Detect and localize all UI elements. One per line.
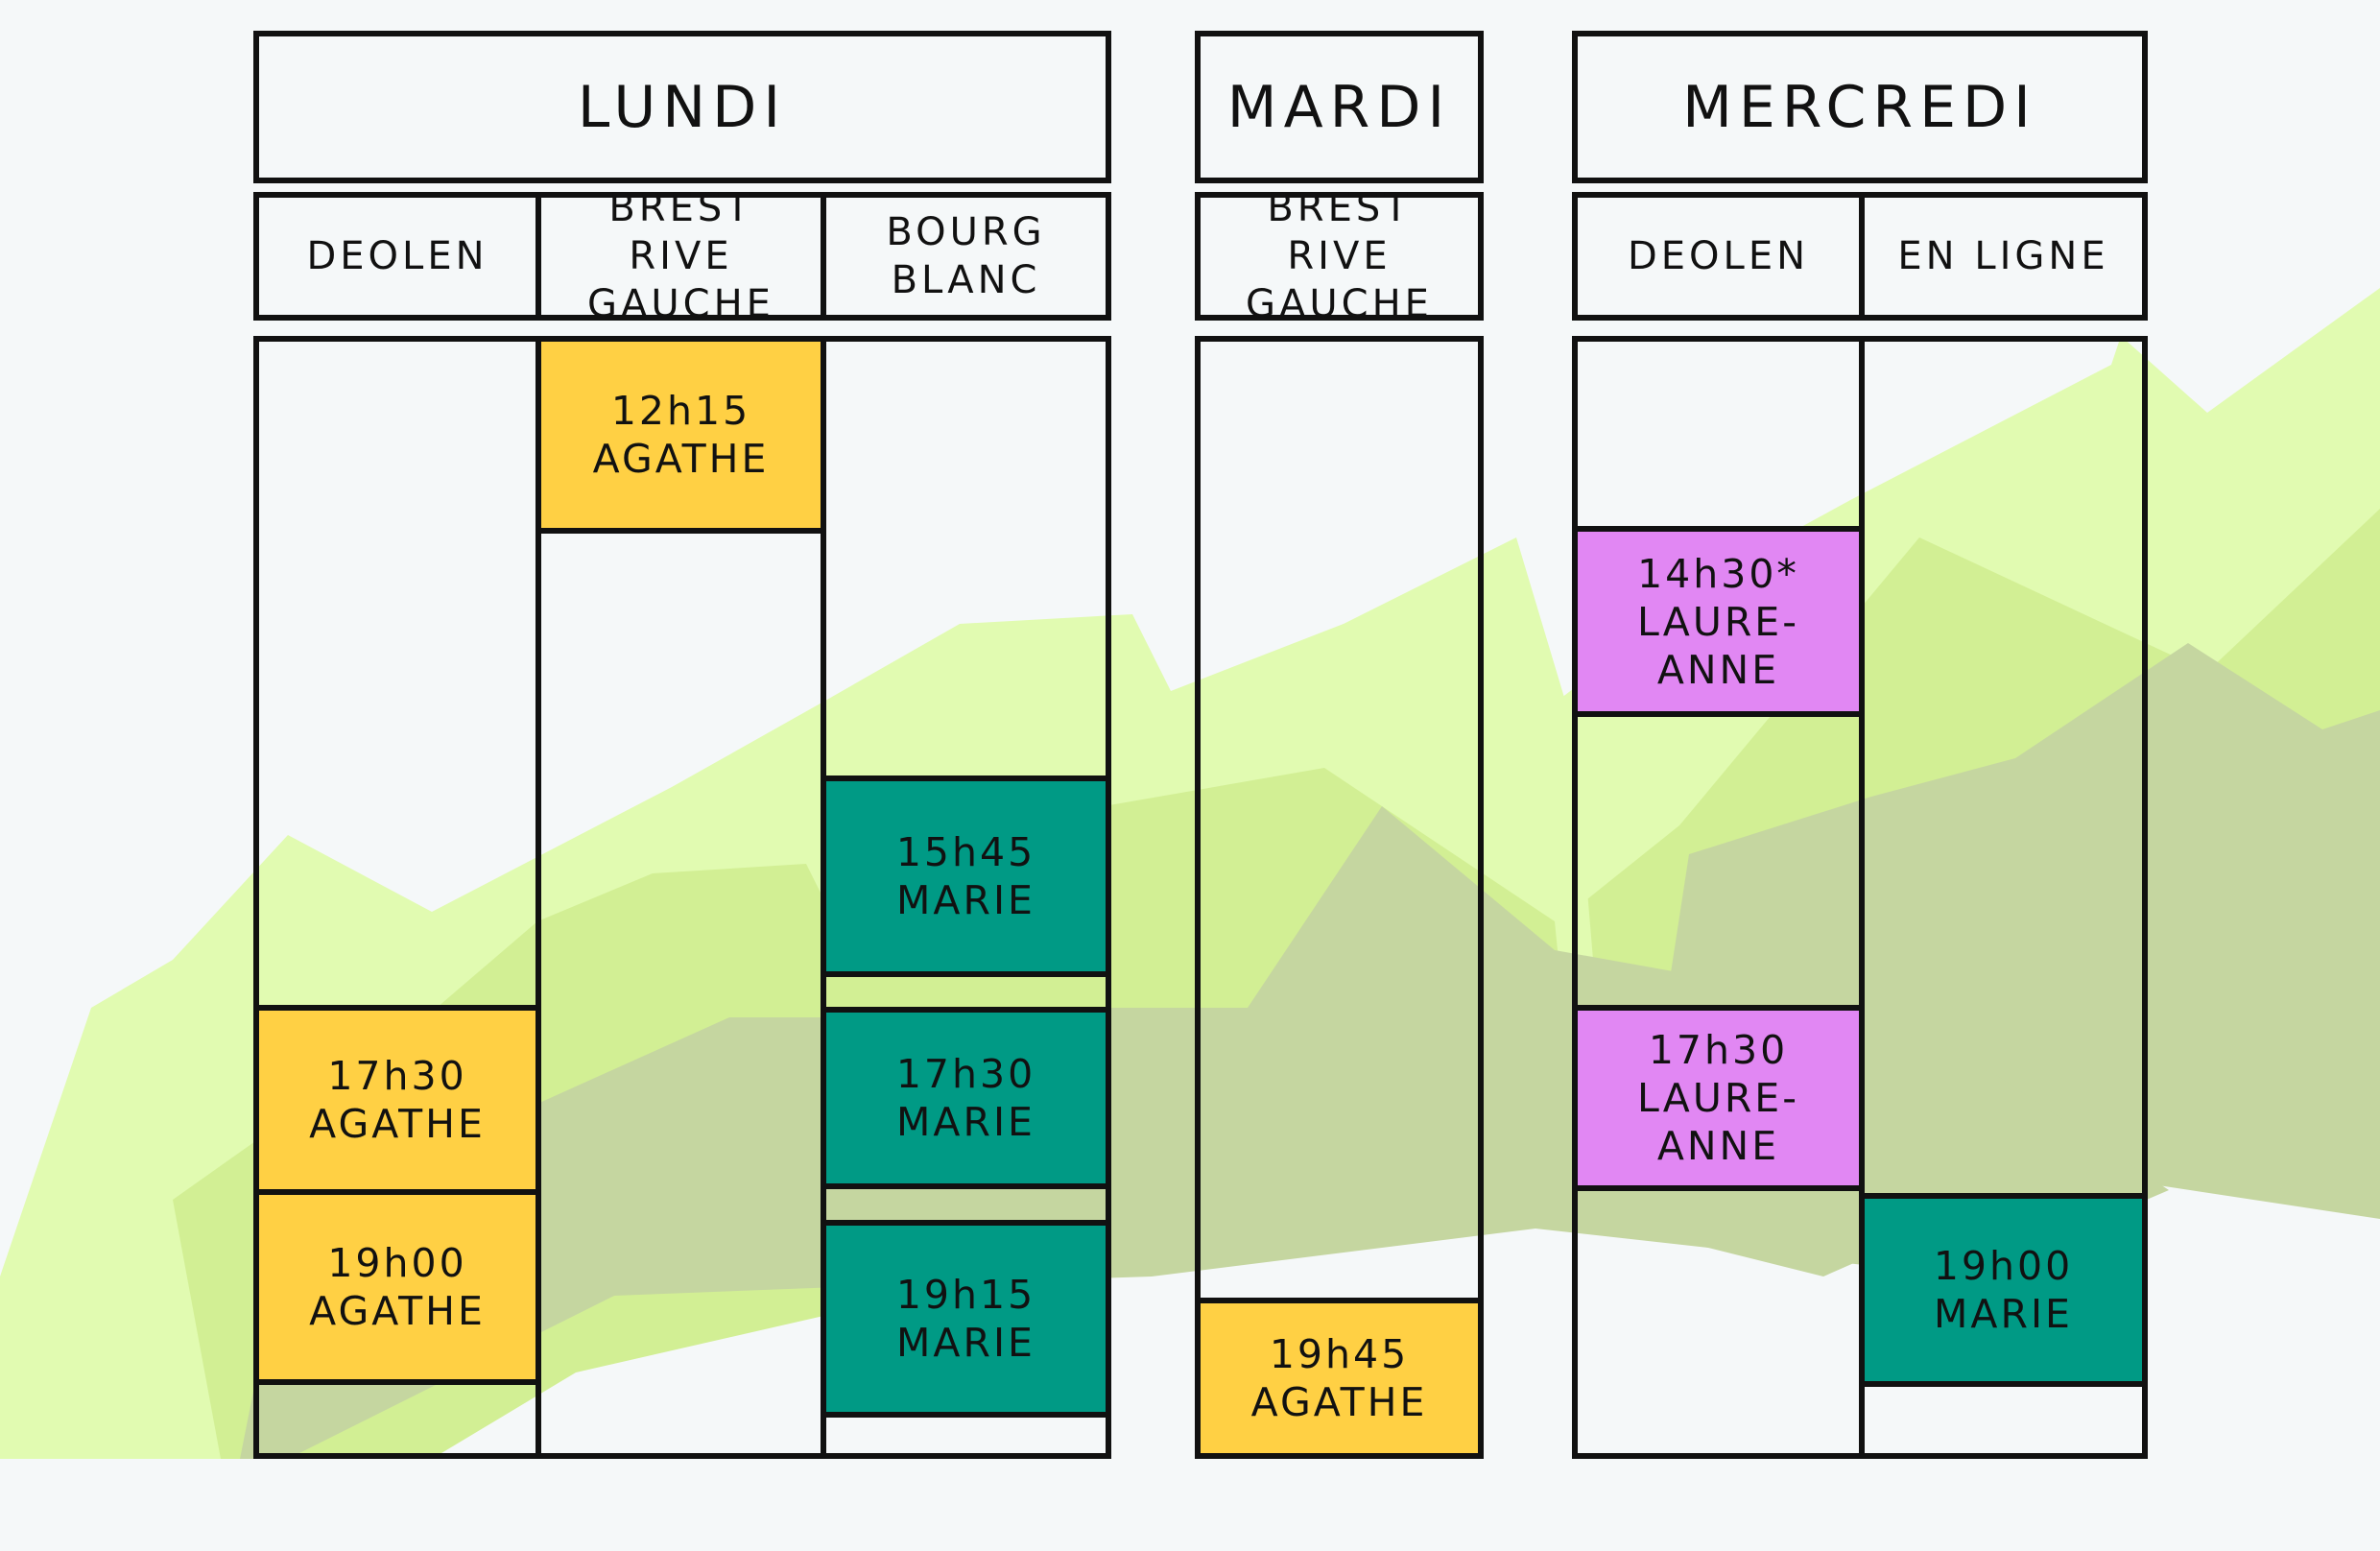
location-header-brest-rive-gauche: BREST RIVE GAUCHE	[1195, 186, 1484, 326]
slot-time: 14h30*	[1637, 550, 1799, 597]
slot-time: 19h00	[327, 1240, 467, 1286]
slot-name: AGATHE	[309, 1101, 486, 1147]
day-header-mardi: MARDI	[1195, 31, 1484, 183]
slot-time: 17h30	[327, 1053, 467, 1099]
slot-name: MARIE	[896, 1320, 1035, 1366]
slot-lundi-deolen-1[interactable]: 17h30 AGATHE	[253, 1005, 541, 1195]
slot-mercredi-deolen-1[interactable]: 14h30* LAURE-ANNE	[1572, 526, 1865, 717]
column-mardi-brest	[1195, 336, 1484, 1459]
slot-time: 15h45	[895, 829, 1036, 875]
location-header-brest-rive-gauche: BREST RIVE GAUCHE	[536, 186, 826, 326]
slot-time: 17h30	[895, 1051, 1036, 1097]
slot-lundi-bourg-blanc-3[interactable]: 19h15 MARIE	[821, 1220, 1111, 1418]
slot-name: MARIE	[896, 877, 1035, 923]
slot-name: AGATHE	[1250, 1379, 1428, 1425]
slot-mardi-brest-1[interactable]: 19h45 AGATHE	[1195, 1298, 1484, 1459]
slot-mercredi-en-ligne-1[interactable]: 19h00 MARIE	[1859, 1193, 2148, 1387]
slot-lundi-deolen-2[interactable]: 19h00 AGATHE	[253, 1189, 541, 1385]
slot-time: 19h15	[895, 1272, 1036, 1318]
slot-name: LAURE-ANNE	[1636, 1075, 1800, 1169]
slot-mercredi-deolen-2[interactable]: 17h30 LAURE-ANNE	[1572, 1005, 1865, 1191]
slot-time: 19h00	[1933, 1243, 2074, 1289]
slot-name: MARIE	[896, 1099, 1035, 1145]
slot-name: MARIE	[1934, 1291, 2073, 1337]
day-header-mercredi: MERCREDI	[1572, 31, 2148, 183]
blob-dark-center	[240, 806, 2169, 1459]
slot-time: 17h30	[1648, 1027, 1789, 1073]
slot-lundi-bourg-blanc-1[interactable]: 15h45 MARIE	[821, 776, 1111, 977]
slot-time: 19h45	[1269, 1331, 1410, 1377]
slot-time: 12h15	[610, 388, 751, 434]
location-header-deolen: DEOLEN	[1572, 192, 1865, 321]
slot-name: AGATHE	[592, 436, 770, 482]
slot-name: AGATHE	[309, 1288, 486, 1334]
column-mercredi-en-ligne	[1859, 336, 2148, 1459]
slot-lundi-bourg-blanc-2[interactable]: 17h30 MARIE	[821, 1007, 1111, 1189]
location-header-bourg-blanc: BOURG BLANC	[821, 192, 1111, 321]
location-header-deolen: DEOLEN	[253, 192, 541, 321]
column-mercredi-deolen	[1572, 336, 1865, 1459]
day-header-lundi: LUNDI	[253, 31, 1111, 183]
slot-lundi-brest-1[interactable]: 12h15 AGATHE	[536, 336, 826, 534]
location-header-en-ligne: EN LIGNE	[1859, 192, 2148, 321]
slot-name: LAURE-ANNE	[1636, 598, 1800, 693]
